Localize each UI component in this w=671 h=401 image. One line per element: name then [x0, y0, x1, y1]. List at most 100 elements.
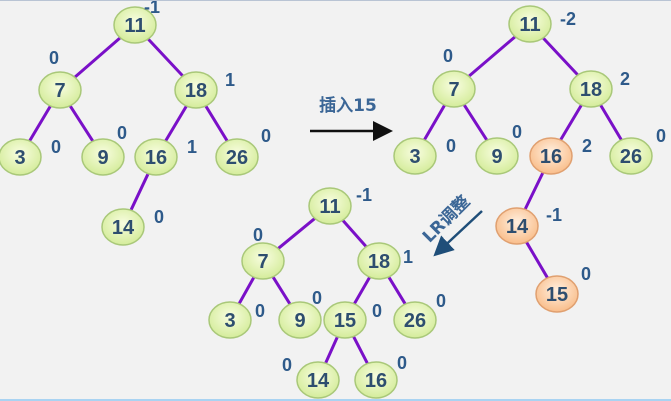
edge-11-7	[276, 216, 317, 251]
tree-node: 11 -2	[508, 5, 576, 43]
node-value: 7	[257, 251, 268, 273]
tree-node: 15 0	[535, 264, 591, 313]
balance-factor: 0	[512, 122, 522, 142]
node-circle	[81, 138, 125, 176]
edge-15-16	[352, 334, 369, 366]
balance-factor: -1	[144, 1, 160, 17]
node-value: 16	[145, 147, 167, 169]
edge-14-15	[524, 240, 550, 280]
node-value: 11	[519, 14, 540, 36]
edge-7-9	[271, 275, 292, 306]
edge-11-18	[146, 37, 185, 78]
highlighted-node-circle	[529, 137, 573, 175]
tree-node: 26 0	[393, 291, 446, 339]
edge-16-14	[523, 171, 545, 211]
balance-factor: 0	[154, 207, 164, 227]
edge-7-9	[68, 104, 95, 143]
tree-node: 70	[241, 225, 285, 280]
highlighted-node-circle	[535, 275, 579, 313]
node-value: 26	[620, 146, 642, 168]
edge-16-14	[129, 172, 150, 212]
node-circle	[357, 242, 401, 280]
edge-18-26	[599, 103, 623, 142]
node-value: 16	[540, 146, 562, 168]
highlighted-node-circle	[495, 207, 539, 245]
tree-before-insert	[28, 36, 229, 212]
node-circle	[323, 301, 367, 339]
node-circle	[38, 71, 82, 109]
node-circle	[354, 361, 398, 399]
node-value: 9	[97, 147, 108, 169]
balance-factor: 0	[255, 301, 265, 321]
tree-node: 70	[38, 48, 82, 109]
balance-factor: 0	[117, 123, 127, 143]
tree-node: 70	[432, 46, 476, 108]
bottom-divider	[0, 399, 671, 401]
node-circle	[393, 301, 437, 339]
balance-factor: -2	[560, 9, 576, 29]
balance-factor: -1	[356, 185, 372, 205]
balance-factor: 0	[49, 48, 59, 68]
edge-11-18	[541, 36, 580, 77]
node-value: 18	[185, 80, 207, 102]
edge-11-18	[341, 218, 368, 249]
node-value: 7	[448, 79, 459, 101]
edge-7-3	[237, 275, 256, 306]
lr-rotation-arrow-icon	[433, 210, 483, 257]
node-value: 11	[124, 15, 145, 37]
node-circle	[134, 138, 178, 176]
node-value: 26	[226, 147, 248, 169]
balance-factor: 0	[446, 136, 456, 156]
insert-label: 插入15	[319, 95, 377, 116]
node-circle	[278, 301, 322, 339]
tree-node: 11-1	[308, 185, 372, 225]
lr-rotation-label: LR调整	[418, 191, 474, 247]
node-circle	[475, 137, 519, 175]
node-value: 14	[506, 216, 529, 238]
edges-layer	[28, 35, 623, 366]
balance-factor: 0	[436, 291, 446, 311]
tree-node: 18 1	[357, 242, 413, 280]
node-circle	[208, 301, 252, 339]
edge-18-16	[164, 104, 188, 143]
node-value: 18	[368, 251, 390, 273]
node-value: 18	[580, 79, 602, 101]
node-value: 9	[294, 310, 305, 332]
tree-node: 14-1	[495, 205, 562, 245]
tree-node: 260	[215, 126, 271, 176]
tree-node: 90	[278, 288, 322, 339]
node-circle	[241, 242, 285, 280]
edge-18-26	[204, 104, 229, 143]
balance-factor: 0	[656, 126, 666, 146]
node-value: 16	[365, 370, 387, 392]
edge-18-26	[387, 275, 407, 306]
node-value: 7	[54, 80, 65, 102]
balance-factor: 1	[403, 247, 413, 267]
node-circle	[0, 138, 42, 176]
node-circle	[113, 6, 157, 44]
edge-7-3	[28, 104, 52, 143]
node-circle	[432, 70, 476, 108]
node-value: 15	[546, 284, 568, 306]
balance-factor: 1	[187, 137, 197, 157]
node-circle	[393, 137, 437, 175]
tree-after-lr-rotation	[237, 216, 407, 366]
balance-factor: 0	[443, 46, 453, 66]
node-value: 26	[404, 310, 426, 332]
node-circle	[508, 5, 552, 43]
balance-factor: 0	[581, 264, 591, 284]
edge-11-7	[467, 35, 517, 78]
tree-node: 90	[475, 122, 522, 175]
node-value: 9	[491, 146, 502, 168]
edge-7-9	[462, 103, 489, 142]
